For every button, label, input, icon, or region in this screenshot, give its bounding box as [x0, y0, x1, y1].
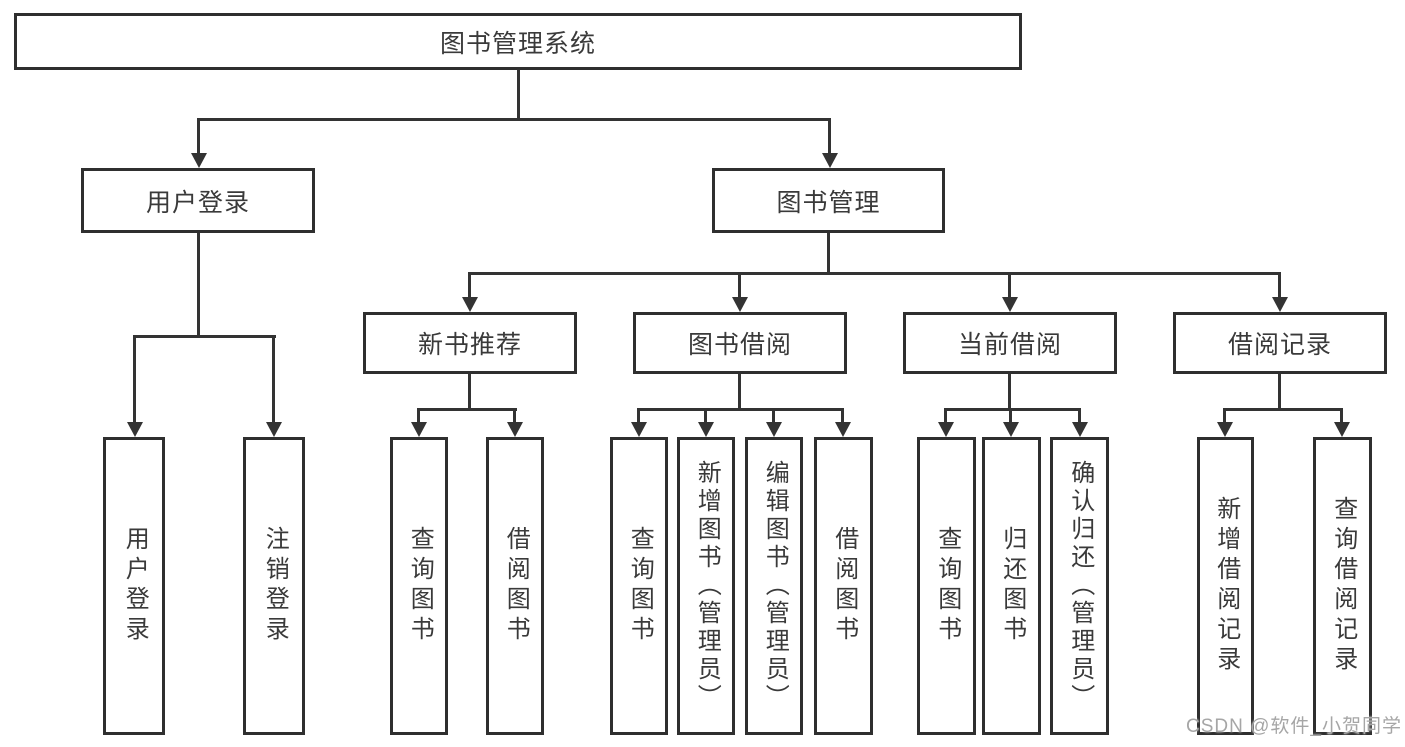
connector-arrow: [834, 408, 851, 437]
leaf-logout: 注销登录: [243, 437, 305, 735]
node-user-login: 用户登录: [81, 168, 315, 233]
node-book-management: 图书管理: [712, 168, 945, 233]
connector-line: [417, 408, 517, 411]
connector-arrow: [1216, 408, 1233, 437]
connector-arrow: [1002, 408, 1019, 437]
leaf-user-login: 用户登录: [103, 437, 165, 735]
node-book-borrowing: 图书借阅: [633, 312, 847, 374]
leaf-query-books-borrow: 查询图书: [610, 437, 668, 735]
connector-line: [468, 272, 1281, 275]
node-label: 查询图书: [626, 526, 654, 646]
node-label: 查询图书: [406, 526, 434, 646]
node-label: 编辑图书（管理员）: [761, 460, 789, 712]
connector-arrow: [461, 272, 478, 312]
leaf-borrow-books-recommend: 借阅图书: [486, 437, 544, 735]
node-label: 归还图书: [998, 526, 1026, 646]
node-label: 借阅记录: [1227, 331, 1332, 359]
leaf-query-books-recommend: 查询图书: [390, 437, 448, 735]
leaf-confirm-return-admin: 确认归还（管理员）: [1050, 437, 1109, 735]
connector-arrow: [697, 408, 714, 437]
connector-arrow: [265, 335, 282, 437]
connector-arrow: [1333, 408, 1350, 437]
connector-arrow: [937, 408, 954, 437]
connector-arrow: [821, 118, 838, 168]
node-label: 确认归还（管理员）: [1066, 460, 1094, 712]
node-label: 查询图书: [933, 526, 961, 646]
node-label: 用户登录: [121, 526, 149, 646]
node-label: 当前借阅: [957, 331, 1062, 359]
node-library-management-system: 图书管理系统: [14, 13, 1022, 70]
connector-arrow: [506, 408, 523, 437]
node-label: 新书推荐: [417, 331, 522, 359]
node-label: 借阅图书: [830, 526, 858, 646]
node-label: 借阅图书: [502, 526, 530, 646]
connector-line: [738, 374, 741, 408]
connector-line: [827, 233, 830, 272]
leaf-add-book-admin: 新增图书（管理员）: [677, 437, 735, 735]
node-label: 新增图书（管理员）: [693, 460, 721, 712]
leaf-add-borrow-record: 新增借阅记录: [1197, 437, 1254, 735]
connector-line: [517, 69, 520, 120]
leaf-edit-book-admin: 编辑图书（管理员）: [745, 437, 803, 735]
connector-arrow: [190, 118, 207, 168]
node-label: 图书借阅: [687, 331, 792, 359]
node-label: 图书管理: [776, 188, 881, 217]
connector-line: [1223, 408, 1343, 411]
node-current-borrowing: 当前借阅: [903, 312, 1117, 374]
leaf-query-borrow-record: 查询借阅记录: [1313, 437, 1372, 735]
connector-arrow: [630, 408, 647, 437]
node-borrowing-records: 借阅记录: [1173, 312, 1387, 374]
leaf-borrow-books: 借阅图书: [814, 437, 873, 735]
node-label: 查询借阅记录: [1329, 496, 1357, 676]
connector-arrow: [410, 408, 427, 437]
node-label: 用户登录: [145, 188, 250, 217]
connector-line: [944, 408, 1081, 411]
connector-line: [1008, 374, 1011, 408]
watermark: CSDN @软件_小贺同学: [1186, 716, 1402, 737]
node-new-book-recommend: 新书推荐: [363, 312, 577, 374]
node-label: 注销登录: [261, 526, 289, 646]
connector-arrow: [1001, 272, 1018, 312]
node-label: 新增借阅记录: [1212, 496, 1240, 676]
connector-line: [197, 118, 831, 121]
connector-arrow: [1071, 408, 1088, 437]
connector-line: [468, 374, 471, 408]
node-label: 图书管理系统: [439, 29, 596, 58]
connector-arrow: [1271, 272, 1288, 312]
leaf-query-books-current: 查询图书: [917, 437, 976, 735]
leaf-return-books: 归还图书: [982, 437, 1041, 735]
connector-line: [197, 233, 200, 335]
connector-arrow: [765, 408, 782, 437]
connector-arrow: [126, 335, 143, 437]
connector-line: [1278, 374, 1281, 408]
connector-line: [637, 408, 844, 411]
connector-line: [133, 335, 276, 338]
connector-arrow: [731, 272, 748, 312]
